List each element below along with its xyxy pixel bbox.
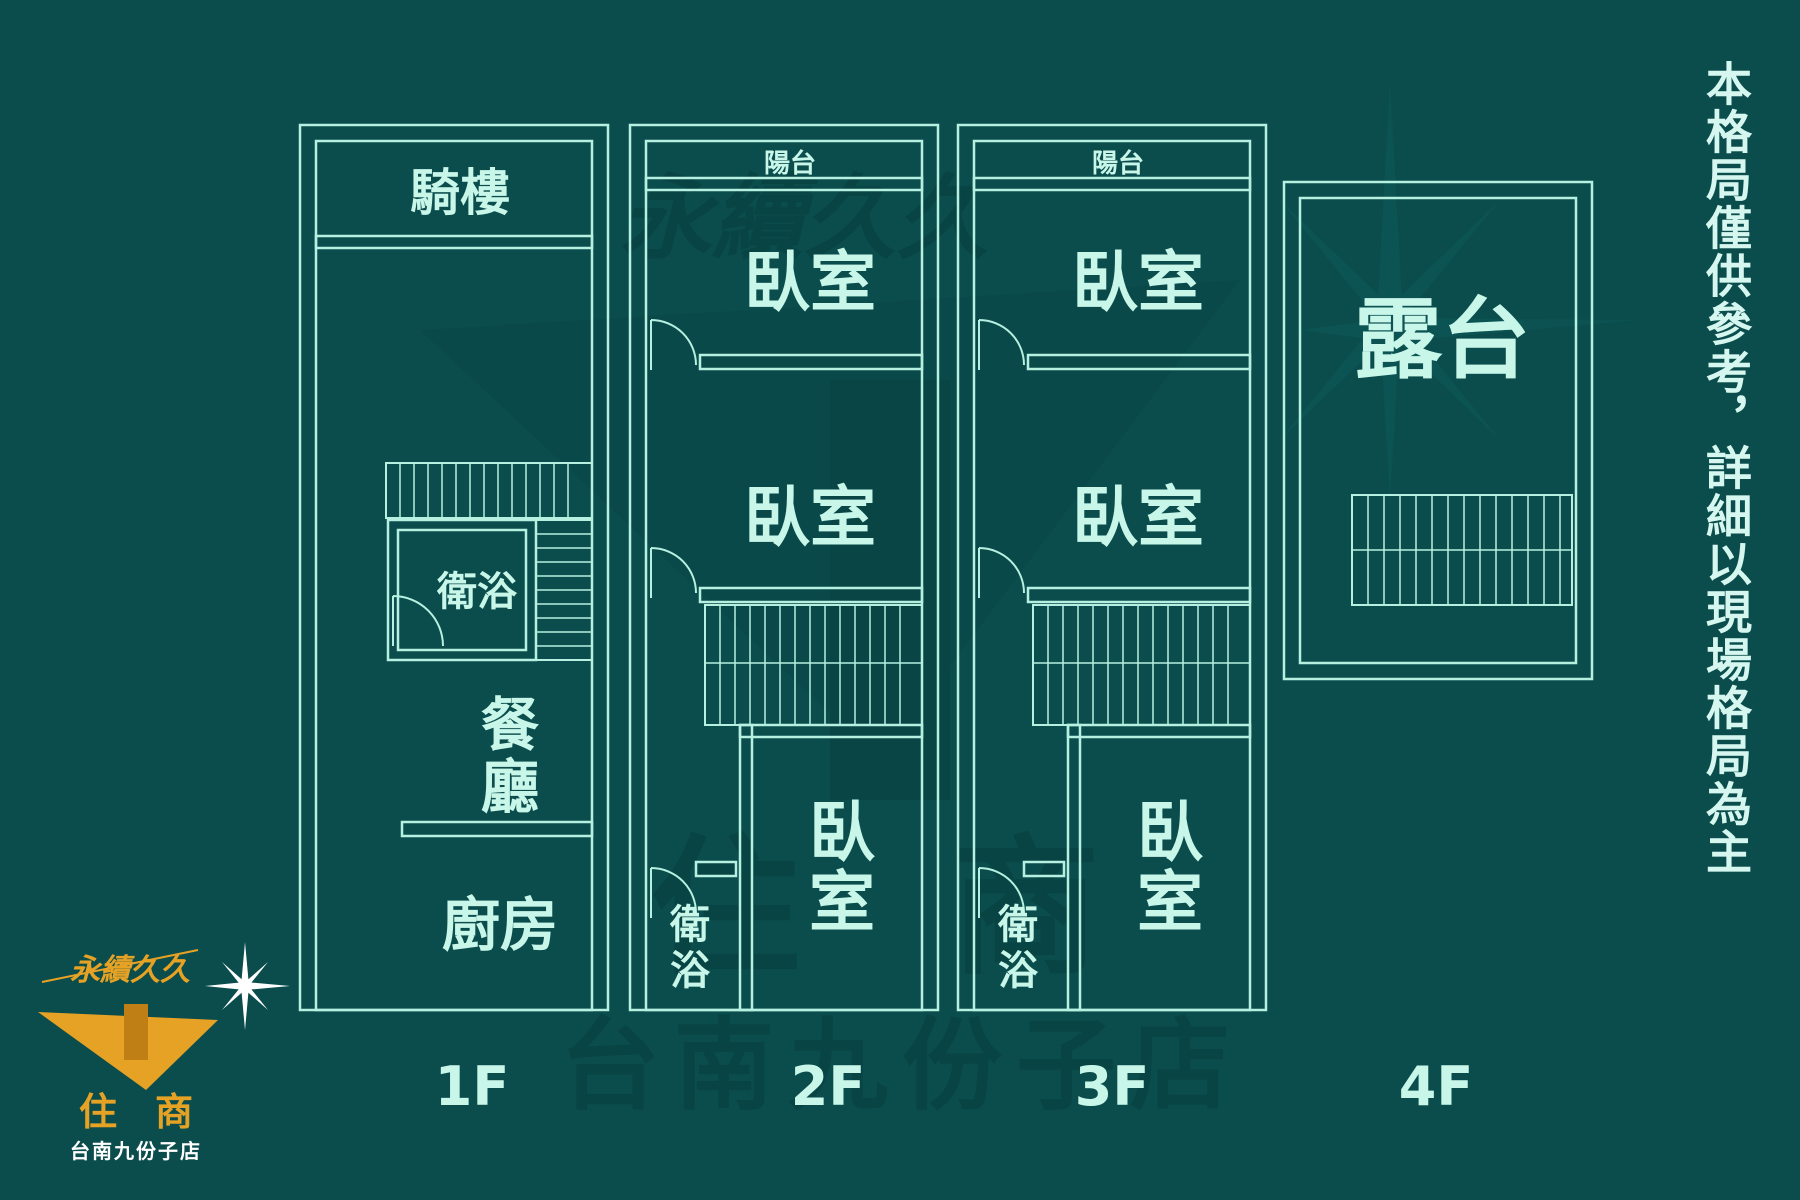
room-bedroom-2f-front-label: 臥室 [744,244,876,321]
room-balcony-3f-label: 陽台 [1092,148,1144,179]
room-dining-label: 餐廳 [481,691,539,821]
watermark-building-icon [830,380,950,800]
floor-2f-plan: 陽台 臥室 臥室 臥室 衛浴 2F [628,123,940,1118]
room-terrace-label: 露台 [1354,288,1530,391]
stairs-1f-icon [385,462,593,661]
disclaimer-text: 本格局僅供參考，詳細以現場格局為主 [1699,60,1753,876]
stairs-4f-icon [1351,494,1573,606]
brand-logo: 永續久久 住 商 台南九份子店 [38,942,290,1163]
logo-slogan: 永續久久 [70,953,190,988]
floor-4f-label: 4F [1399,1055,1473,1118]
stairs-3f-icon [1032,604,1251,726]
watermark-brand: 住 商 [650,822,1100,996]
floor-2f-label: 2F [791,1055,865,1118]
floor-4f-plan: 露台 4F [1282,180,1594,1118]
logo-name: 住 商 [79,1090,193,1134]
logo-building-icon [124,1004,148,1060]
room-bathroom-3f-label: 衛浴 [997,902,1039,994]
background-watermark: 永續久久 住 商 台南九份子店 [420,80,1640,1124]
room-balcony-2f-label: 陽台 [764,148,816,179]
floor-3f-plan: 陽台 臥室 臥室 臥室 衛浴 3F [956,123,1268,1118]
room-bedroom-3f-front-label: 臥室 [1072,244,1204,321]
room-bathroom-1f-label: 衛浴 [436,569,518,615]
watermark-star-icon [1280,80,1640,500]
floor-1f-plan: 騎樓 衛浴 餐廳 廚房 1F [298,123,610,1118]
floor-3f-label: 3F [1075,1055,1149,1118]
logo-sparkle-icon [205,942,290,1030]
room-arcade-label: 騎樓 [410,164,510,222]
room-bathroom-2f-label: 衛浴 [669,902,711,994]
room-bedroom-3f-rear-label: 臥室 [1137,794,1203,941]
room-kitchen-label: 廚房 [442,891,558,959]
watermark-slogan: 永續久久 [620,165,988,272]
floor-1f-label: 1F [435,1055,509,1118]
room-bedroom-3f-middle-label: 臥室 [1072,479,1204,556]
logo-store: 台南九份子店 [70,1139,202,1163]
room-bedroom-2f-middle-label: 臥室 [744,479,876,556]
room-bedroom-2f-rear-label: 臥室 [809,794,875,941]
watermark-store: 台南九份子店 [560,1007,1244,1124]
